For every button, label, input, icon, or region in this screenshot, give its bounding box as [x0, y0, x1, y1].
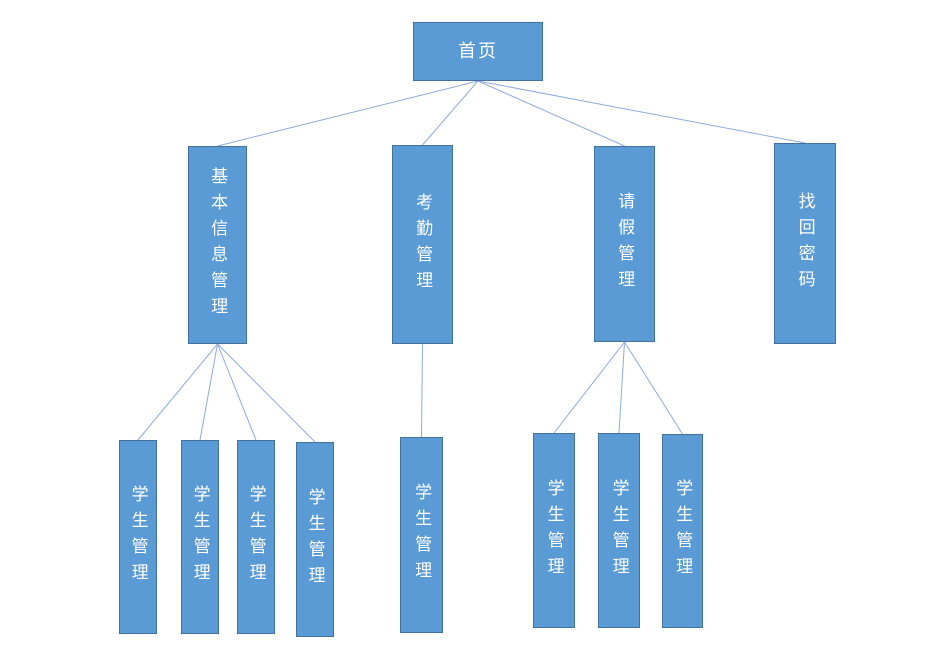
connector-line-basic-info-to-student-2 [199, 343, 218, 441]
node-home: 首页 [413, 22, 543, 81]
node-label-student-2: 学生管理 [190, 485, 210, 589]
connector-line-home-to-leave [477, 80, 625, 147]
node-student-7: 学生管理 [598, 433, 640, 628]
node-password-recovery: 找回密码 [774, 143, 836, 344]
node-student-2: 学生管理 [181, 440, 219, 634]
node-student-5: 学生管理 [400, 437, 443, 633]
connector-line-basic-info-to-student-1 [137, 343, 218, 441]
node-attendance: 考勤管理 [392, 145, 453, 344]
connector-line-leave-to-student-8 [624, 341, 683, 435]
node-label-password-recovery: 找回密码 [795, 191, 815, 296]
node-label-basic-info: 基本信息管理 [208, 167, 228, 323]
node-student-4: 学生管理 [296, 442, 334, 637]
node-label-student-7: 学生管理 [609, 478, 629, 583]
node-student-6: 学生管理 [533, 433, 575, 628]
connector-line-leave-to-student-7 [618, 341, 625, 434]
node-student-3: 学生管理 [237, 440, 275, 634]
node-label-student-6: 学生管理 [544, 478, 564, 583]
connector-line-leave-to-student-6 [553, 341, 625, 434]
connector-line-attendance-to-student-5 [421, 343, 423, 438]
connector-line-home-to-basic-info [217, 80, 479, 147]
node-label-student-4: 学生管理 [305, 487, 325, 592]
node-label-student-8: 学生管理 [673, 479, 693, 583]
node-leave: 请假管理 [594, 146, 655, 342]
connector-line-basic-info-to-student-3 [217, 343, 257, 441]
node-label-home: 首页 [458, 41, 498, 62]
node-student-8: 学生管理 [662, 434, 703, 628]
node-label-attendance: 考勤管理 [413, 192, 433, 297]
node-student-1: 学生管理 [119, 440, 157, 634]
node-basic-info: 基本信息管理 [188, 146, 247, 344]
connector-line-home-to-password-recovery [477, 80, 806, 144]
connector-line-basic-info-to-student-4 [217, 343, 316, 443]
node-label-student-5: 学生管理 [412, 483, 432, 587]
node-label-student-3: 学生管理 [246, 485, 266, 589]
node-label-leave: 请假管理 [615, 192, 635, 296]
connector-line-home-to-attendance [422, 80, 479, 146]
node-label-student-1: 学生管理 [128, 485, 148, 589]
